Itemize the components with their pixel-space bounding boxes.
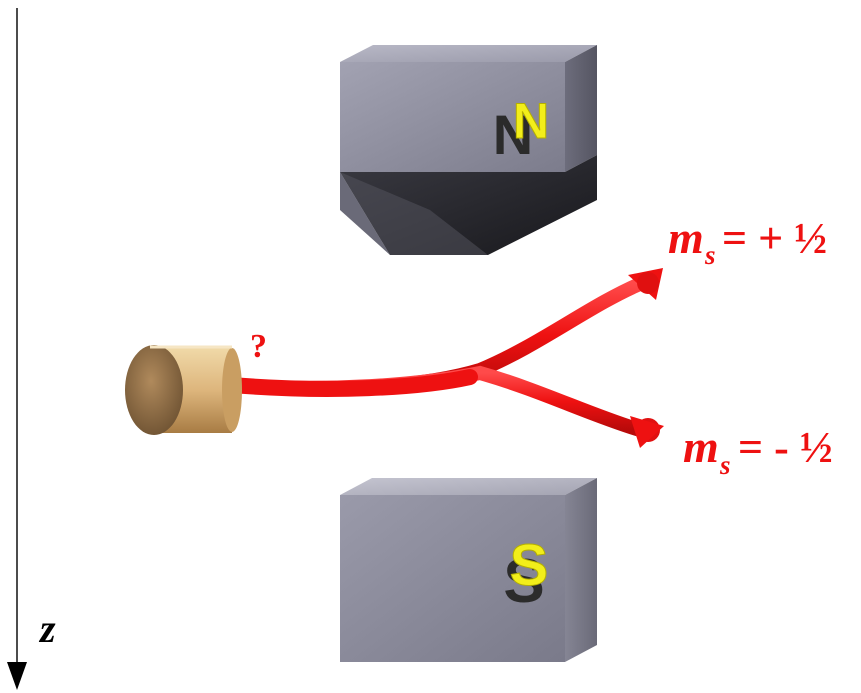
- z-axis-label: z: [38, 606, 56, 651]
- lower-spin-subscript: s: [719, 450, 731, 480]
- north-magnet-bevel-front: [340, 172, 488, 255]
- south-magnet: S S: [340, 478, 597, 662]
- source-face: [125, 345, 183, 435]
- lower-spin-value: = - ½: [738, 423, 833, 472]
- north-letter: N: [493, 103, 533, 166]
- north-magnet: N N: [340, 45, 597, 255]
- beam-trunk: [224, 369, 478, 397]
- z-axis: z: [7, 8, 56, 690]
- source-back: [222, 348, 242, 432]
- lower-spin-label: m s = - ½: [683, 421, 833, 480]
- upper-spin-symbol: m: [668, 212, 704, 263]
- north-letter-face: N: [513, 93, 549, 149]
- upper-spin-value: = + ½: [722, 214, 827, 263]
- beam-lower-arrow: [630, 416, 664, 448]
- south-letter-shadow: S: [503, 547, 544, 616]
- south-magnet-front: [340, 495, 565, 662]
- upper-spin-subscript: s: [704, 240, 716, 270]
- south-magnet-side: [565, 478, 597, 662]
- north-magnet-side: [565, 45, 597, 172]
- beam-upper-tip: [637, 272, 659, 294]
- south-magnet-top: [340, 478, 597, 495]
- atom-source: [125, 345, 242, 435]
- source-question-label: ?: [250, 328, 267, 365]
- atom-beam: [224, 268, 664, 448]
- upper-spin-label: m s = + ½: [668, 212, 827, 270]
- south-letter: S: [510, 533, 549, 598]
- z-axis-arrowhead: [7, 662, 27, 690]
- north-magnet-top: [340, 45, 597, 62]
- north-magnet-front: [340, 62, 565, 172]
- beam-upper-path: [225, 276, 649, 396]
- lower-spin-symbol: m: [683, 421, 719, 472]
